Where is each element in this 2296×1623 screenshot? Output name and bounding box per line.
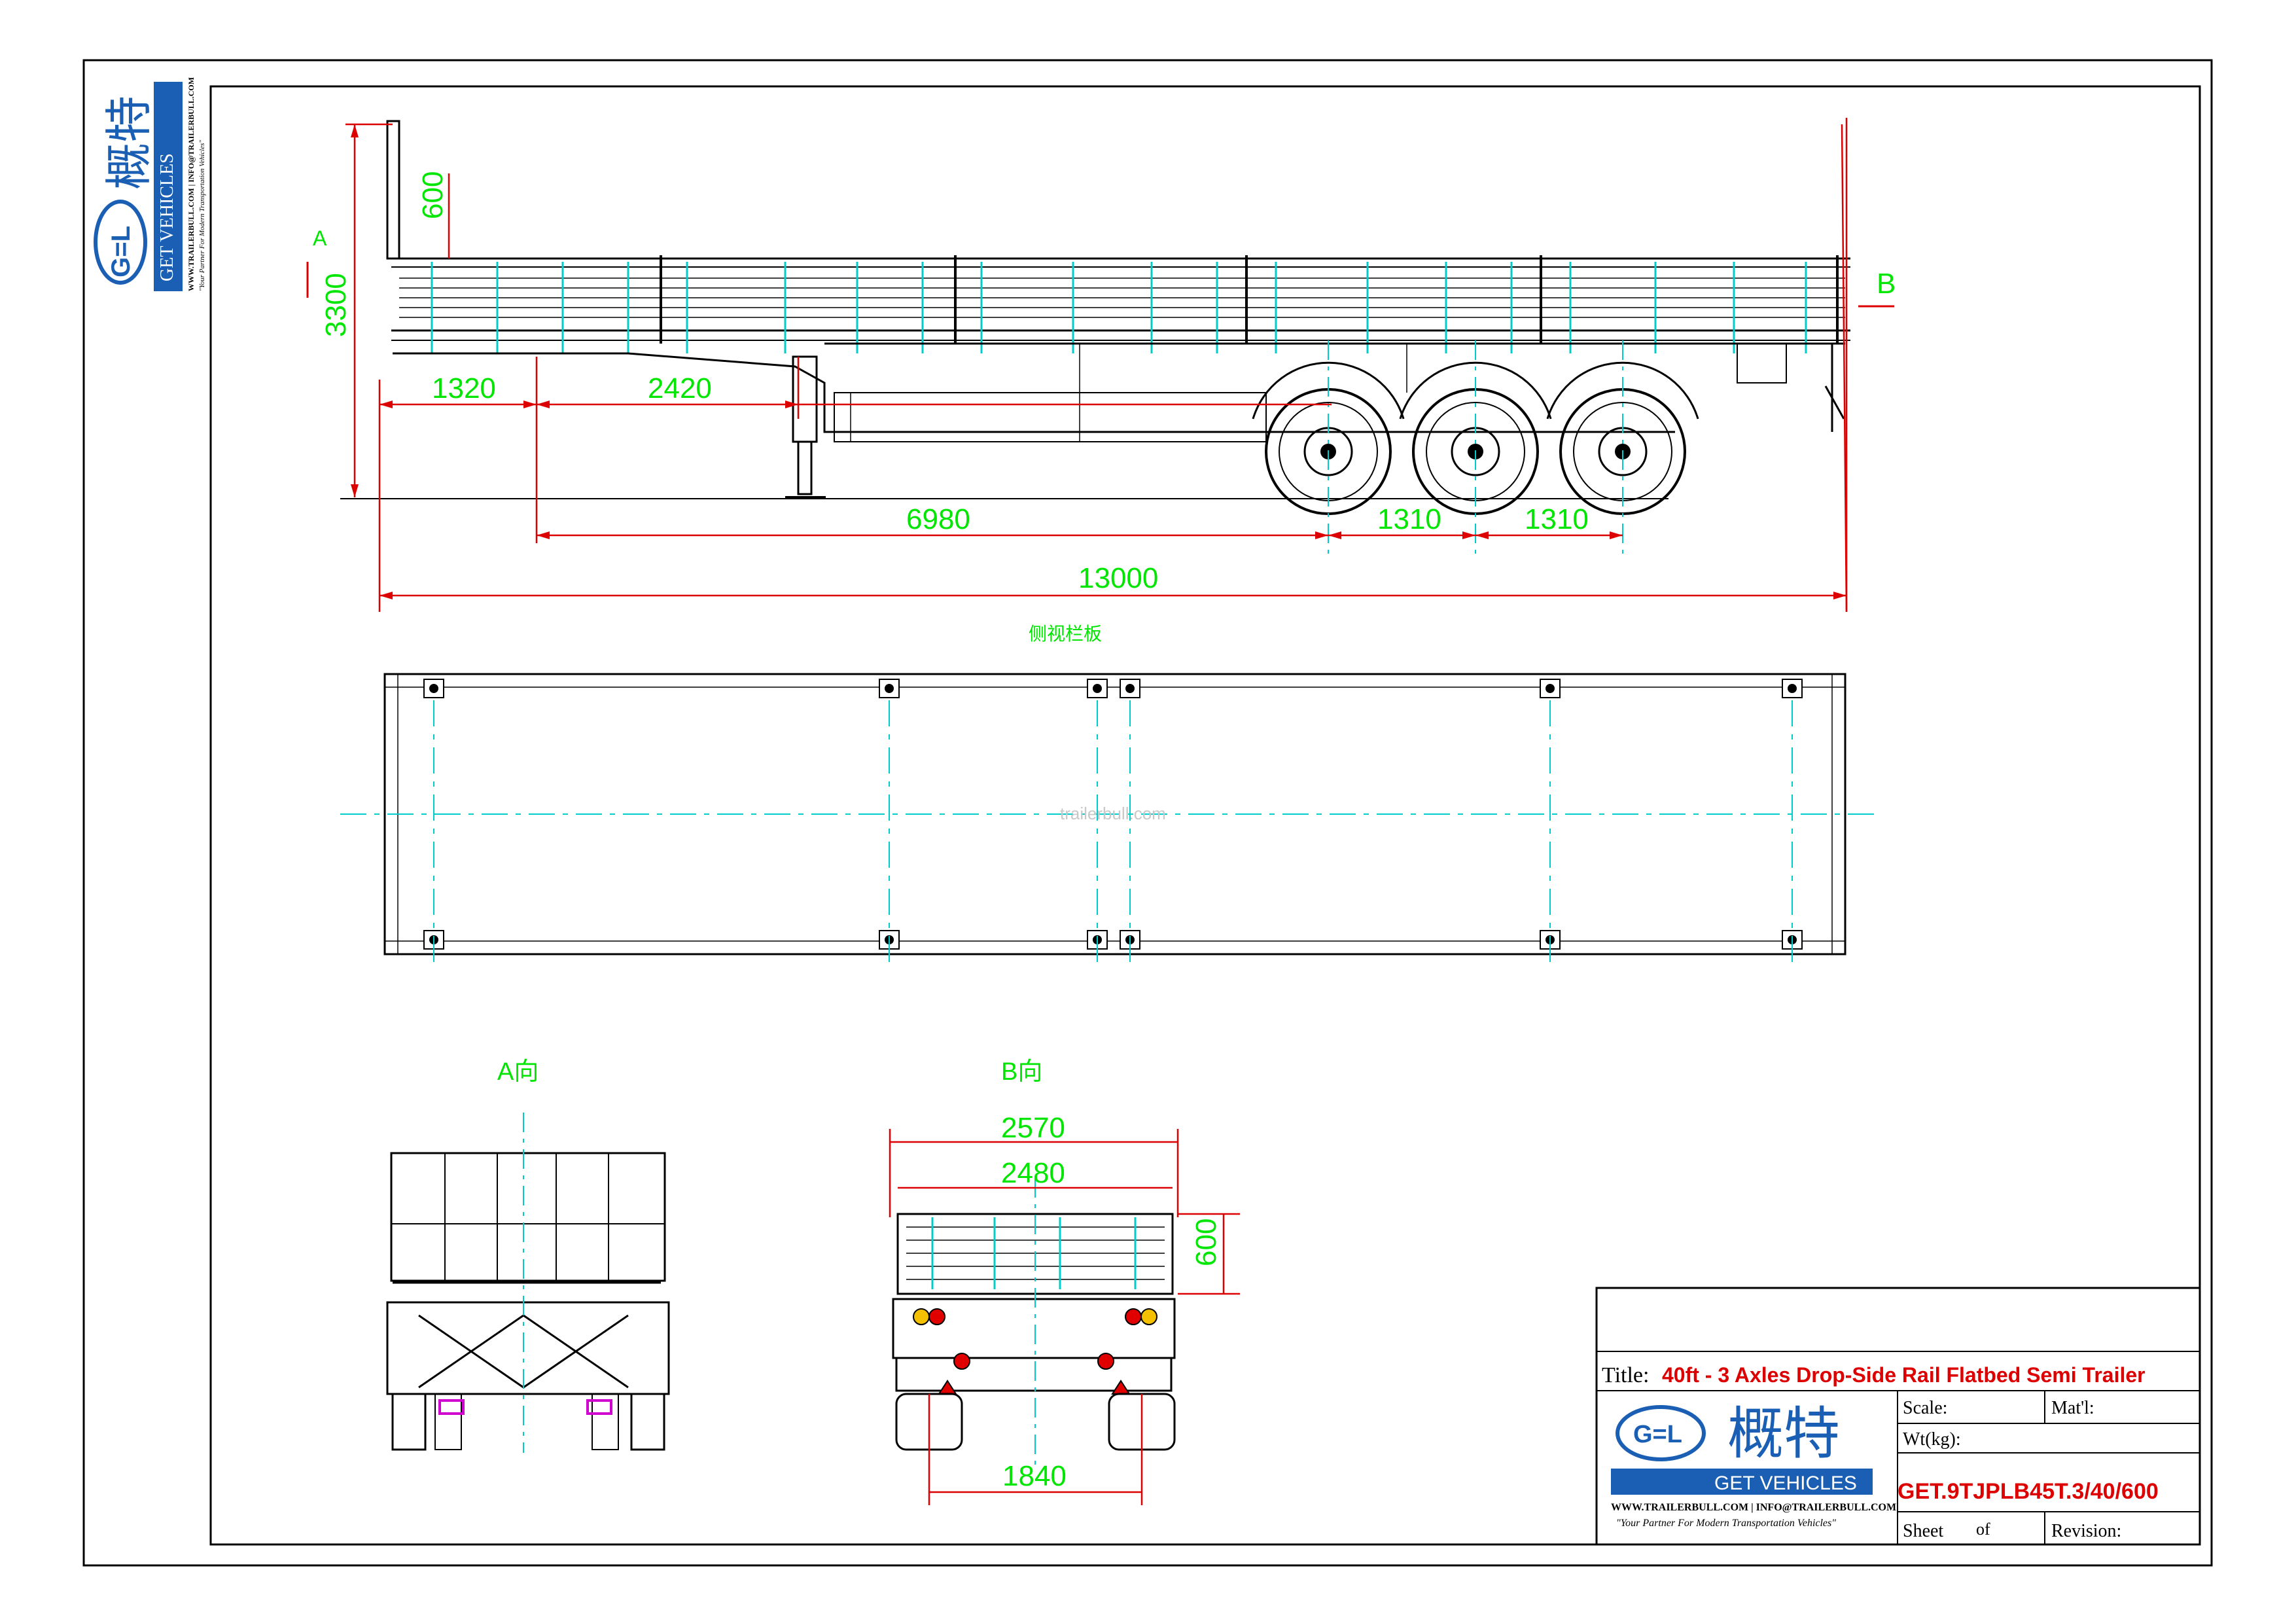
title-block: Title: 40ft - 3 Axles Drop-Side Rail Fla…: [1595, 1287, 2201, 1546]
of-label: of: [1976, 1520, 1990, 1539]
weight-label: Wt(kg):: [1903, 1429, 1961, 1450]
dim-track: 1840: [1002, 1460, 1067, 1492]
view-marker-b: B: [1877, 268, 1896, 300]
revision-label: Revision:: [2051, 1521, 2121, 1541]
scale-label: Scale:: [1903, 1398, 1947, 1418]
drawing-number: GET.9TJPLB45T.3/40/600: [1898, 1479, 2159, 1504]
view-b: B向: [889, 1058, 1240, 1505]
brand-strip-name-en: GET VEHICLES: [157, 153, 177, 281]
dim-axle-spacing-2: 1310: [1525, 503, 1589, 535]
brand-strip-name-cn: 概特: [103, 96, 156, 190]
brand-strip-logo-icon: G=L: [94, 200, 147, 285]
side-view: 3300 600 1320 2420 6980 1310 1310 13000 …: [306, 118, 1896, 613]
brand-strip: GET VEHICLES 概特 WWW.TRAILERBULL.COM | IN…: [94, 77, 206, 291]
title-logo-text: G=L: [1633, 1421, 1682, 1448]
brand-strip-logo-text: G=L: [107, 226, 135, 277]
view-a-label: A向: [497, 1058, 539, 1086]
top-view-label: 侧视栏板: [1029, 624, 1102, 644]
dim-axle-spacing-1: 1310: [1377, 503, 1441, 535]
watermark: trailerbull.com: [1060, 804, 1166, 823]
title-block-logo: G=L 概特 GET VEHICLES WWW.TRAILERBULL.COM …: [1611, 1402, 1896, 1529]
dim-rail-height: 600: [417, 171, 449, 219]
dim-front-to-kingpin: 1320: [432, 372, 496, 404]
inner-frame: [209, 85, 2201, 1546]
material-label: Mat'l:: [2051, 1398, 2094, 1418]
brand-strip-slogan: "Your Partner For Modern Transportation …: [198, 140, 206, 291]
top-view: 侧视栏板: [340, 624, 1878, 962]
title-brand-name-en: GET VEHICLES: [1714, 1472, 1857, 1494]
view-marker-a: A: [313, 226, 327, 250]
title-brand-slogan: "Your Partner For Modern Transportation …: [1616, 1518, 1836, 1529]
view-a: A向: [386, 1058, 670, 1453]
title-value: 40ft - 3 Axles Drop-Side Rail Flatbed Se…: [1662, 1363, 2146, 1387]
sheet-label: Sheet: [1903, 1521, 1943, 1541]
dim-overall-length: 13000: [1078, 562, 1158, 594]
brand-strip-contact: WWW.TRAILERBULL.COM | INFO@TRAILERBULL.C…: [186, 77, 196, 291]
outer-frame: [82, 59, 2213, 1567]
dim-kingpin-to-landing-gear: 2420: [648, 372, 712, 404]
dim-kingpin-to-axle1: 6980: [906, 503, 970, 535]
view-b-label: B向: [1001, 1058, 1042, 1086]
title-brand-name-cn: 概特: [1727, 1402, 1840, 1465]
dim-overall-height: 3300: [320, 273, 352, 337]
title-brand-contact: WWW.TRAILERBULL.COM | INFO@TRAILERBULL.C…: [1611, 1502, 1896, 1513]
dim-inner-width: 2480: [1001, 1157, 1065, 1189]
title-label: Title:: [1602, 1363, 1649, 1387]
dim-rear-rail-height: 600: [1190, 1219, 1222, 1266]
dim-outer-width: 2570: [1001, 1112, 1065, 1144]
